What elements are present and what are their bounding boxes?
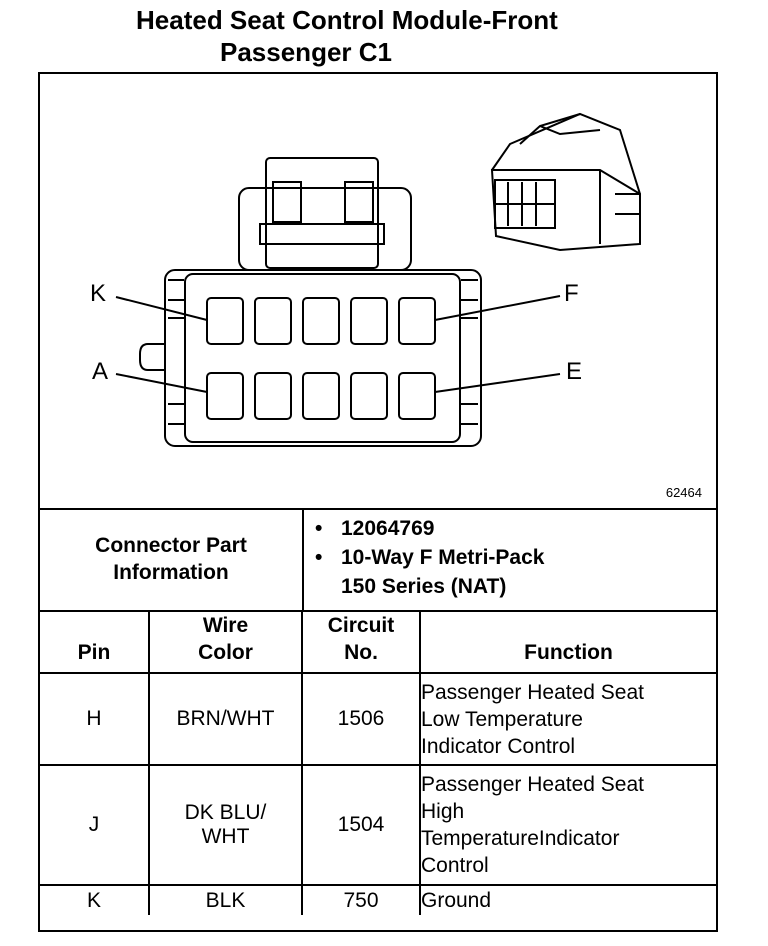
figure-id: 62464 bbox=[665, 485, 702, 500]
pin-label-e: E bbox=[566, 358, 583, 385]
cell-circuit: 1504 bbox=[301, 764, 421, 886]
bullet-icon: • bbox=[315, 546, 323, 569]
header-pin: Pin bbox=[40, 610, 150, 674]
connector-info-label-text: Connector Part Information bbox=[95, 534, 247, 584]
cell-circuit: 1506 bbox=[301, 672, 421, 766]
cell-pin: H bbox=[40, 672, 150, 766]
header-circuit: Circuit No. bbox=[301, 610, 421, 674]
table-header-row: Pin Wire Color Circuit No. Function bbox=[40, 610, 716, 674]
pin-label-k: K bbox=[90, 280, 107, 307]
pin-table: Pin Wire Color Circuit No. Function H BR… bbox=[40, 610, 716, 915]
connector-info-label: Connector Part Information bbox=[40, 508, 304, 610]
title-line-2: Passenger C1 bbox=[220, 37, 392, 67]
cell-pin: K bbox=[40, 884, 150, 915]
cell-function: Ground bbox=[419, 884, 716, 915]
title-line-1: Heated Seat Control Module-Front bbox=[136, 5, 558, 35]
cell-wire-color: DK BLU/ WHT bbox=[148, 764, 303, 886]
connector-part-info: Connector Part Information • 12064769 • … bbox=[40, 508, 716, 612]
connector-diagram: K F A E 62464 bbox=[40, 74, 716, 510]
connector-info-list: • 12064769 • 10-Way F Metri-Pack 150 Ser… bbox=[315, 514, 544, 601]
cell-wire-color: BLK bbox=[148, 884, 303, 915]
connector-type: 10-Way F Metri-Pack 150 Series (NAT) bbox=[341, 546, 545, 598]
cell-wire-color: BRN/WHT bbox=[148, 672, 303, 766]
bullet-icon: • bbox=[315, 517, 323, 540]
cell-function: Passenger Heated Seat High TemperatureIn… bbox=[419, 764, 716, 886]
list-item: • 12064769 bbox=[315, 514, 544, 543]
table-row: J DK BLU/ WHT 1504 Passenger Heated Seat… bbox=[40, 764, 716, 886]
header-wire-color: Wire Color bbox=[148, 610, 303, 674]
cell-circuit: 750 bbox=[301, 884, 421, 915]
header-function: Function bbox=[419, 610, 716, 674]
table-row: H BRN/WHT 1506 Passenger Heated Seat Low… bbox=[40, 672, 716, 766]
pin-label-a: A bbox=[92, 358, 109, 385]
pin-label-f: F bbox=[564, 280, 579, 307]
list-item: • 10-Way F Metri-Pack 150 Series (NAT) bbox=[315, 543, 544, 601]
table-row: K BLK 750 Ground bbox=[40, 884, 716, 915]
cell-function: Passenger Heated Seat Low Temperature In… bbox=[419, 672, 716, 766]
part-number: 12064769 bbox=[341, 517, 435, 540]
document-frame: K F A E 62464 Connector Part Information… bbox=[38, 72, 718, 932]
cell-pin: J bbox=[40, 764, 150, 886]
connector-illustration bbox=[115, 112, 641, 447]
